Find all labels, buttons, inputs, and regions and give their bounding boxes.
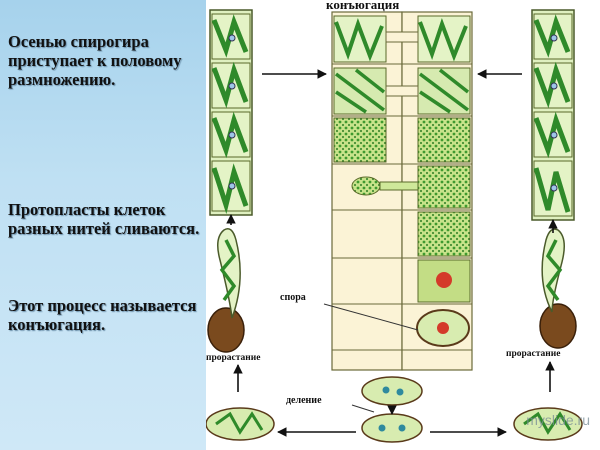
autumn-paragraph: Осенью спирогира приступает к половому р… [8, 32, 182, 89]
left-filament-cells [211, 13, 251, 215]
division-figure [361, 376, 423, 443]
bottom-right-zygote [513, 407, 583, 441]
spirogyra-conjugation-diagram: конъюгация спора прорастание прорастание… [206, 0, 600, 450]
protoplasts-paragraph: Протопласты клеток разных нитей сливаютс… [8, 200, 200, 238]
process-arrows [226, 69, 558, 437]
watermark: myslide.ru [526, 412, 590, 428]
left-filament [209, 9, 253, 216]
germination-left-label: прорастание [206, 353, 260, 363]
right-filament [531, 9, 575, 221]
spore-label: спора [280, 292, 306, 303]
germination-right-label: прорастание [506, 349, 560, 359]
label-pointers [323, 303, 419, 413]
conjugation-label: конъюгация [326, 0, 399, 12]
text-panel: Осенью спирогира приступает к половому р… [0, 0, 206, 450]
bottom-left-zygote [206, 407, 275, 441]
conjugation-paragraph: Этот процесс называется конъюгация. [8, 296, 197, 334]
germination-left-figure [207, 228, 245, 353]
conjugating-filaments [331, 11, 473, 371]
germination-right-figure [539, 228, 577, 349]
division-label: деление [286, 395, 322, 406]
